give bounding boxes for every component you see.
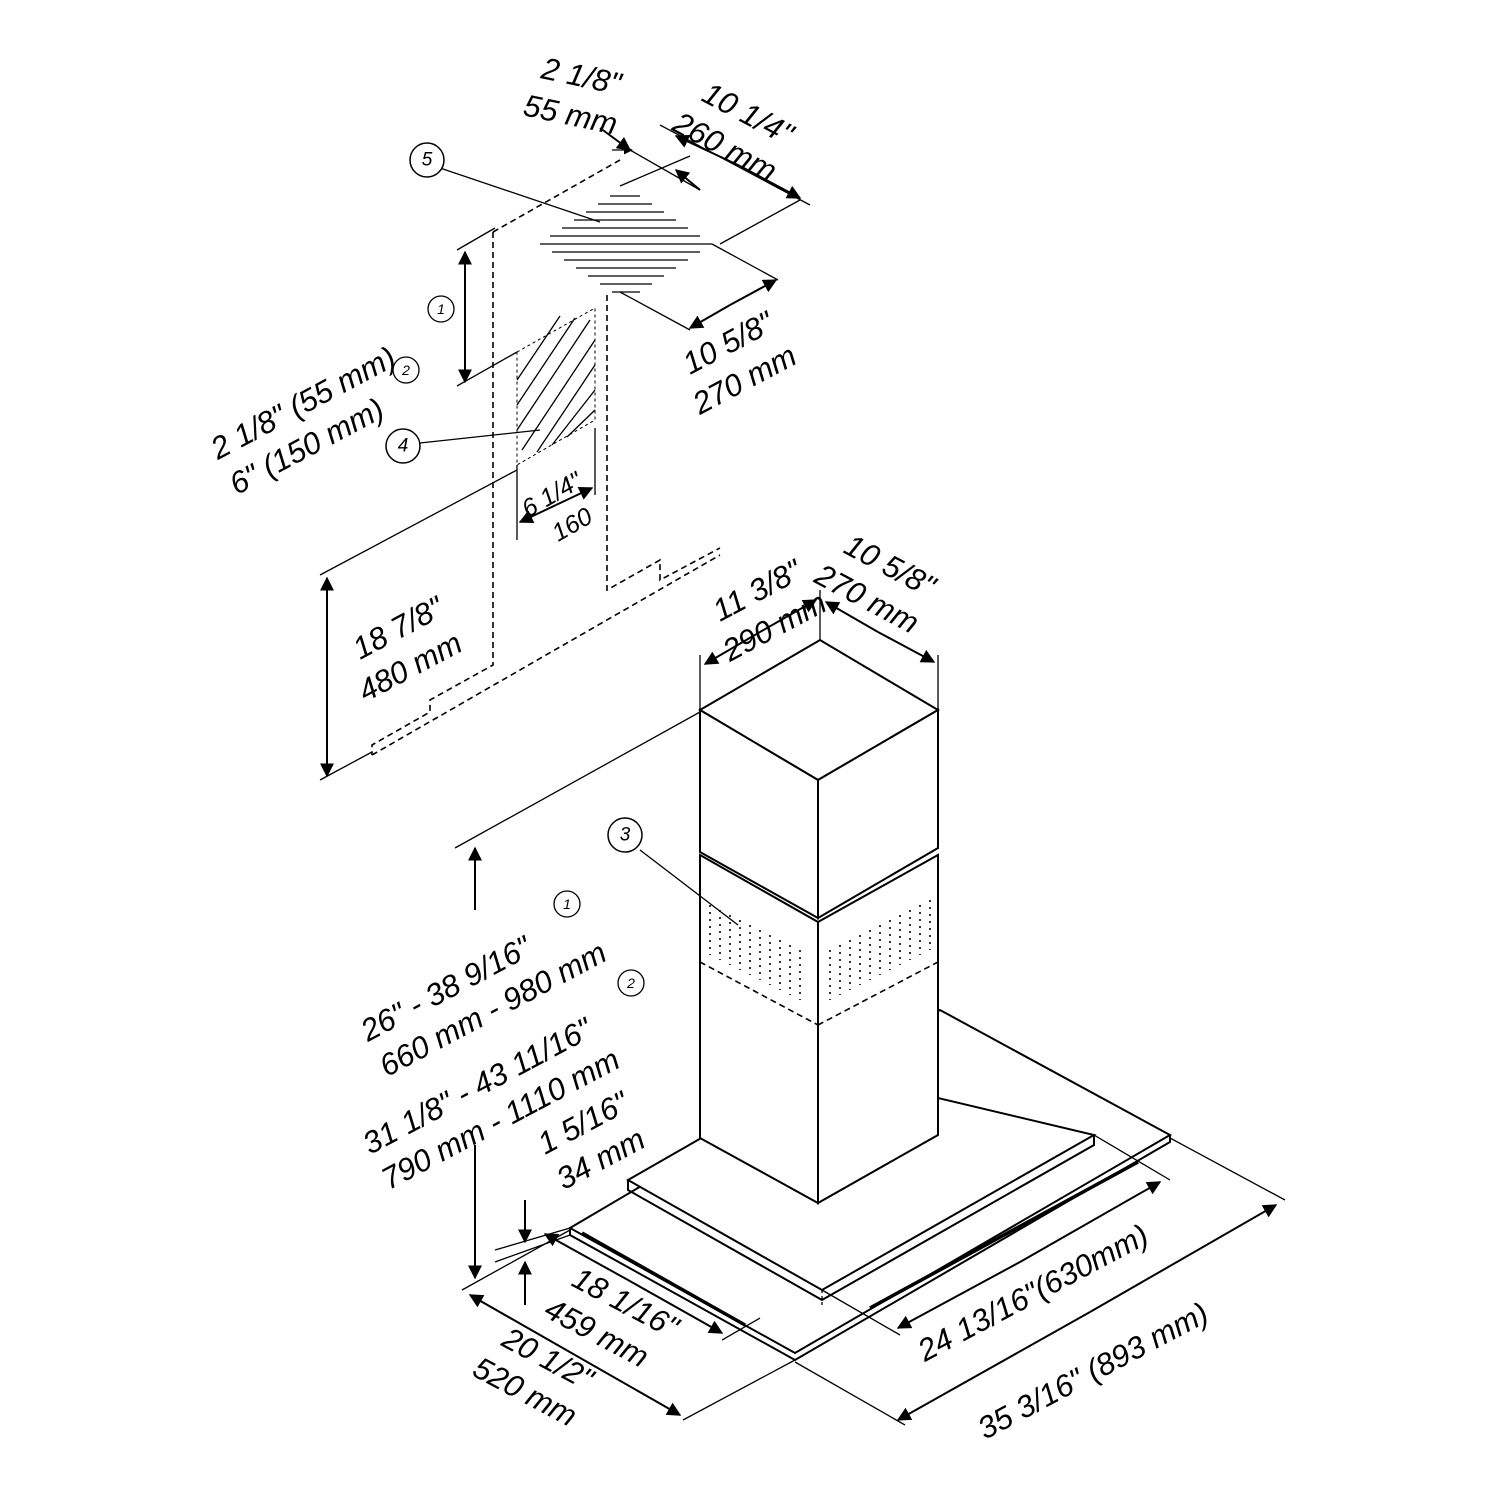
dimension-lines <box>454 590 1286 1426</box>
label-vent-depth: 10 1/4" 260 mm <box>666 75 800 188</box>
outlet-hatch <box>516 307 596 466</box>
hood-body <box>567 638 1173 1362</box>
label-vent-offset: 2 1/8" 55 mm <box>520 50 626 141</box>
label-outlet-width: 6 1/4" 160 <box>517 466 597 547</box>
vent-slots-right <box>829 900 931 1000</box>
label-ceiling-gap: 2 1/8" (55 mm) 6" (150 mm) <box>204 340 401 502</box>
svg-text:1: 1 <box>437 301 445 317</box>
callout-3: 3 <box>607 817 643 853</box>
callout-1-bottom: 1 <box>553 890 581 918</box>
label-chimney-width: 10 5/8" 270 mm <box>808 527 942 640</box>
callout-2-top: 2 <box>392 356 420 384</box>
svg-text:5: 5 <box>422 150 433 171</box>
upper-chimney <box>698 638 940 920</box>
label-bracket-height: 18 7/8" 480 mm <box>347 589 468 709</box>
svg-text:2: 2 <box>401 362 410 378</box>
vent-slots-left <box>709 905 801 1000</box>
svg-text:2: 2 <box>626 975 635 991</box>
lower-chimney <box>699 853 939 1205</box>
callout-2-bottom: 2 <box>617 969 645 997</box>
label-vent-width: 10 5/8" 270 mm <box>677 304 802 422</box>
svg-text:3: 3 <box>620 825 631 846</box>
ceiling-vent-detail <box>319 124 811 781</box>
callout-1-top: 1 <box>427 295 455 323</box>
svg-text:1: 1 <box>563 896 571 912</box>
vent-grille <box>540 195 712 293</box>
label-chimney-height-1: 26" - 38 9/16" 660 mm - 980 mm <box>354 928 612 1083</box>
callout-5: 5 <box>409 142 445 178</box>
callout-4: 4 <box>385 428 421 464</box>
svg-text:4: 4 <box>398 436 409 457</box>
